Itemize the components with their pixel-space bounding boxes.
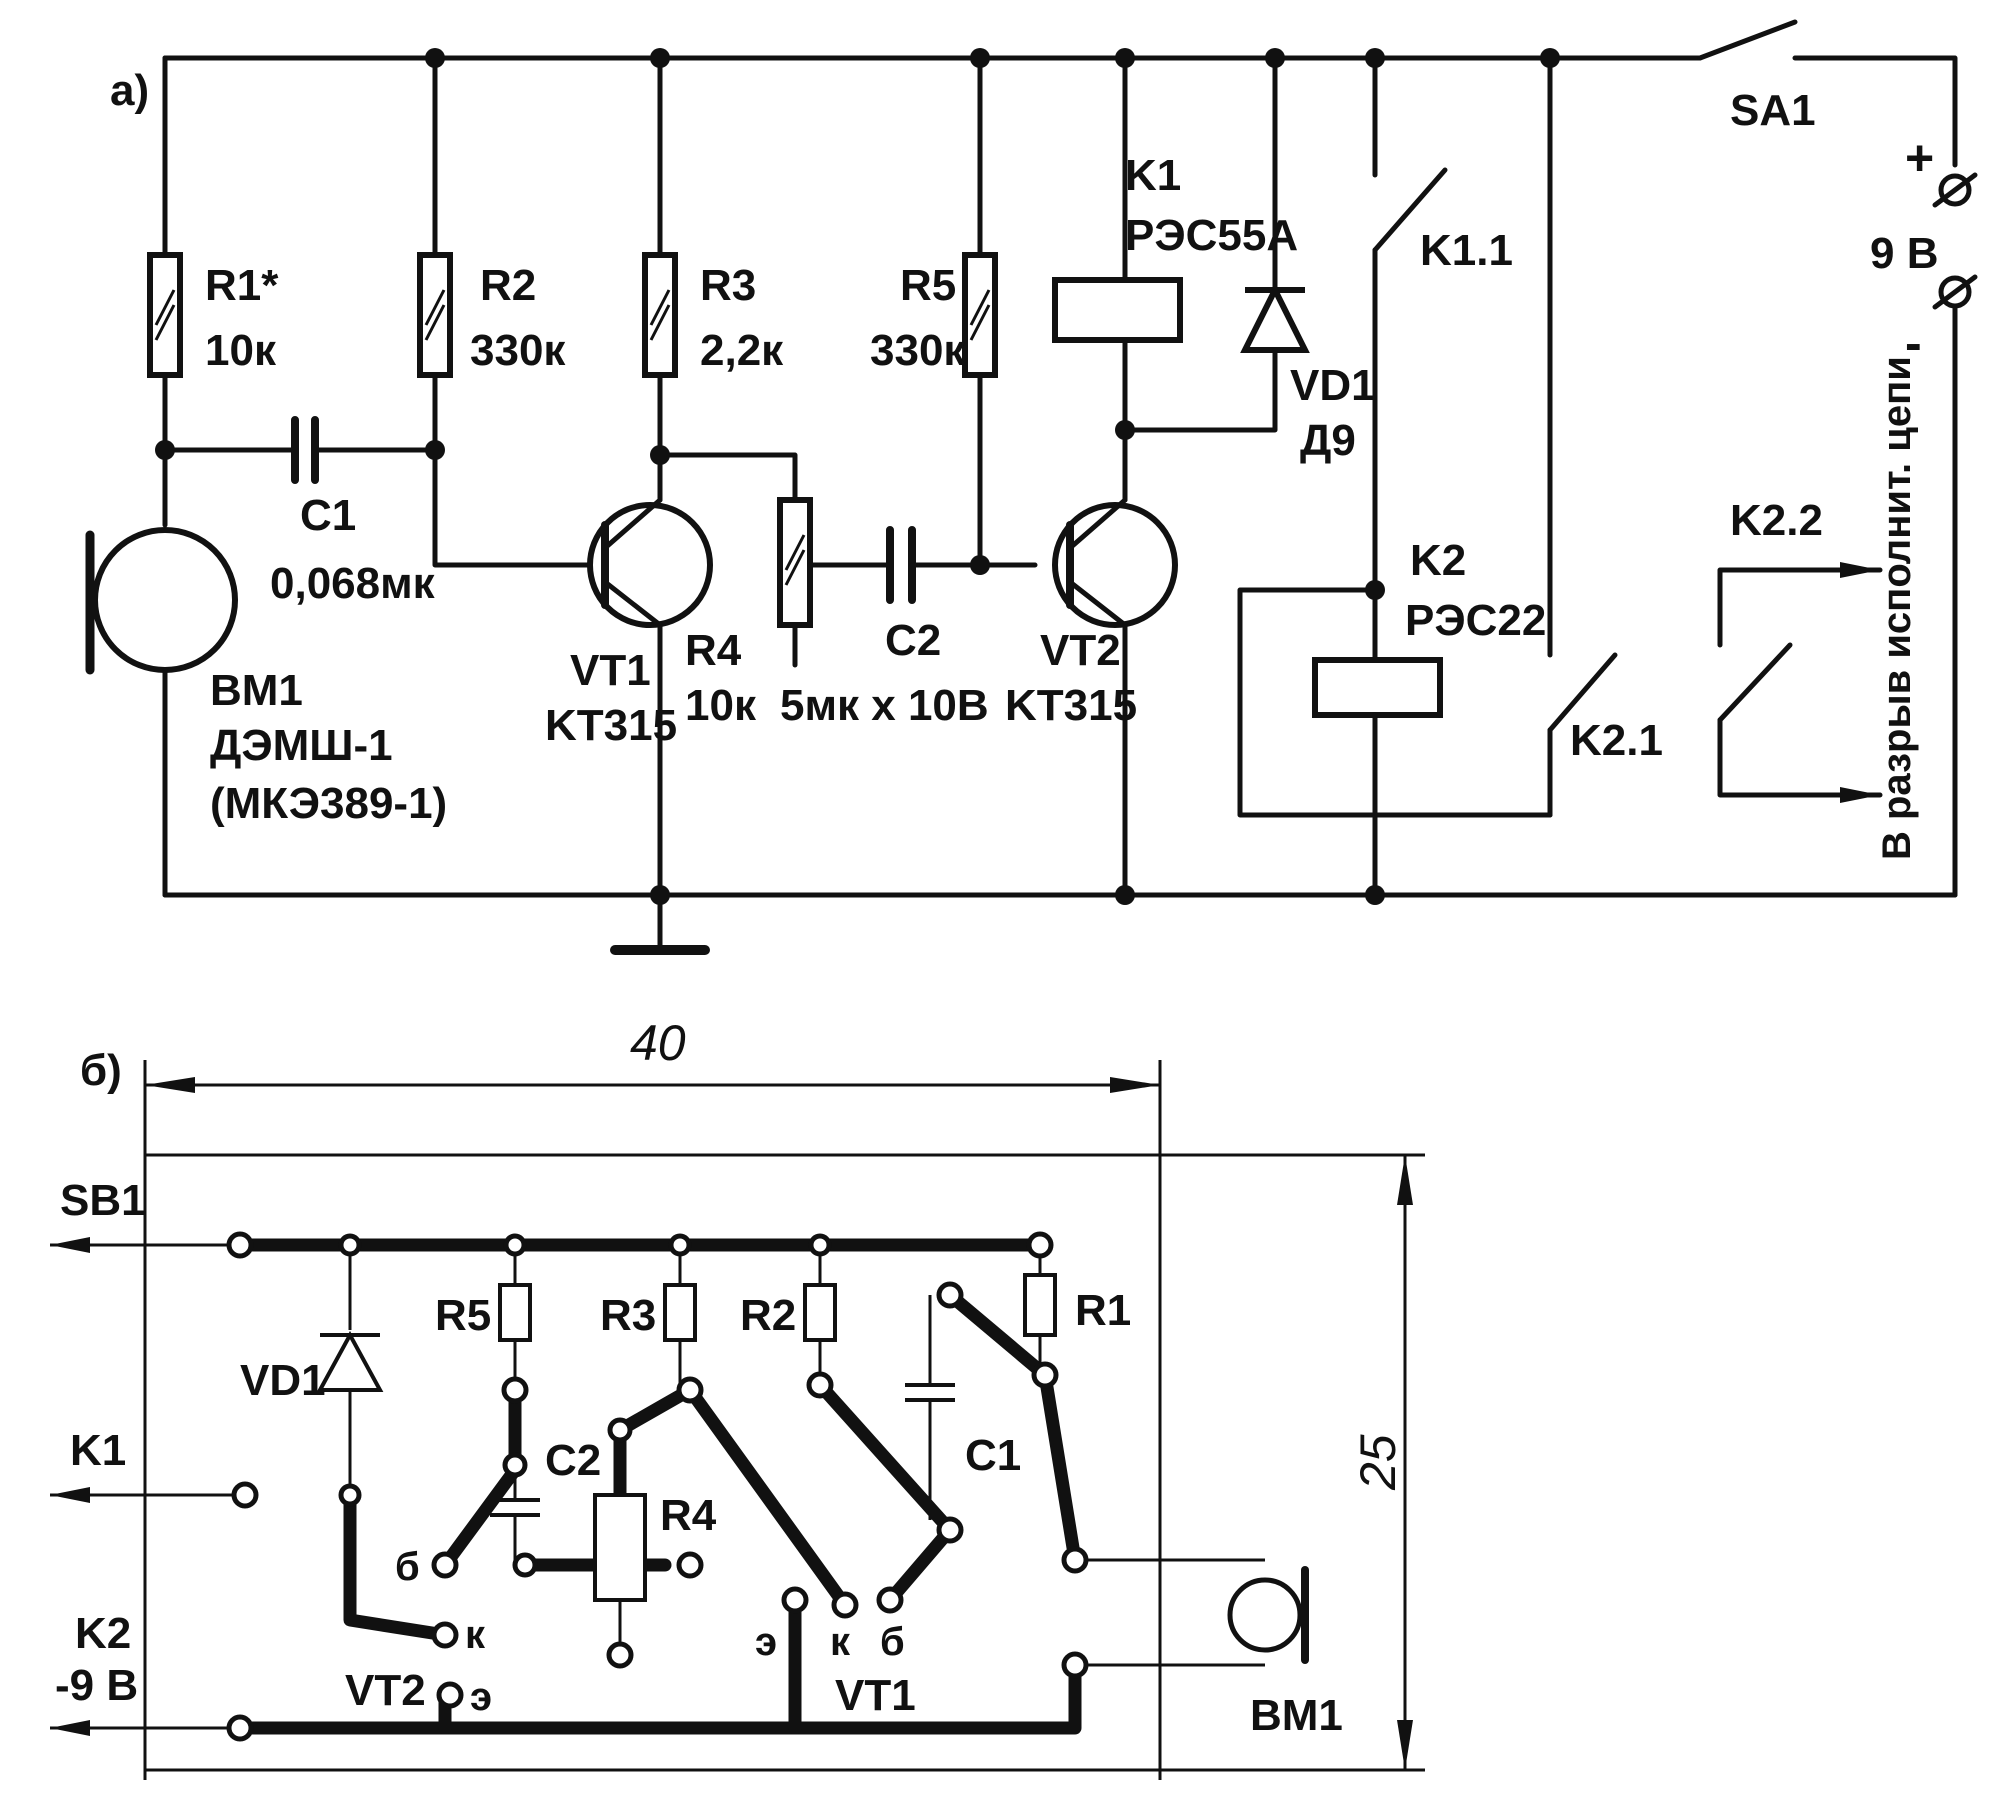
bm1-alt: (МКЭ389-1): [210, 779, 447, 828]
vt2-pin-b: б: [395, 1545, 420, 1589]
board-bm1-label: BM1: [1250, 1691, 1343, 1740]
r4-label: R4: [685, 626, 742, 675]
vt1-pin-b: б: [880, 1620, 905, 1664]
relay-k1: K1 РЭС55А: [1052, 55, 1298, 433]
sa1-label: SA1: [1730, 86, 1816, 135]
k2-1-label: K2.1: [1570, 716, 1663, 765]
board-vt1-label: VT1: [835, 1671, 916, 1720]
panel-label-a: а): [110, 66, 149, 115]
board-r1-label: R1: [1075, 1286, 1131, 1335]
k1-type: РЭС55А: [1125, 211, 1298, 260]
transistor-vt1: VT1 KT315 R4 10к: [545, 497, 757, 898]
resistor-r1: R1* 10к: [147, 55, 279, 528]
board-r5: R5: [435, 1245, 532, 1390]
schematic-a: а) SA1 + - 9 В R1* 10к: [85, 19, 1978, 955]
voltage-label: 9 В: [1870, 229, 1938, 278]
capacitor-c2: C2 5мк x 10B: [780, 526, 1038, 730]
bm1-label: BM1: [210, 666, 303, 715]
capacitor-c1: C1 0,068мк: [162, 416, 438, 608]
board-c2: C2: [490, 1436, 601, 1565]
board-b: б) 40 25 SB1 K1 K2 -9 В: [50, 1015, 1425, 1780]
vt2-label: VT2: [1040, 626, 1121, 675]
r2-value: 330к: [470, 326, 566, 375]
r5-label: R5: [900, 261, 956, 310]
resistor-r3: R3 2,2к: [642, 55, 784, 503]
transistor-vt2: VT2 KT315: [1005, 427, 1178, 898]
vd1-type: Д9: [1300, 416, 1356, 465]
board-r4-label: R4: [660, 1491, 717, 1540]
panel-label-b: б): [80, 1046, 122, 1095]
board-r3-label: R3: [600, 1291, 656, 1340]
external-leads: SB1 K1 K2 -9 В: [50, 1176, 245, 1736]
c1-value: 0,068мк: [270, 559, 436, 608]
board-c2-label: C2: [545, 1436, 601, 1485]
junction-dots: [155, 48, 1560, 905]
r5-value: 330к: [870, 326, 966, 375]
output-note: В разрыв исполнит. цепи: [1875, 356, 1919, 860]
board-c1: C1: [905, 1295, 1021, 1520]
dimension-height: 25: [1160, 1153, 1425, 1772]
neg-9v-label: -9 В: [55, 1661, 138, 1710]
battery-terminals: + - 9 В: [1870, 130, 1978, 898]
k1-1-label: K1.1: [1420, 226, 1513, 275]
contact-k2-2: K2.2 В разрыв исполнит. цепи: [1717, 356, 1919, 860]
vt2-type: KT315: [1005, 681, 1137, 730]
contact-k1-1: K1.1: [1372, 55, 1513, 593]
vt2-pin-e: э: [470, 1675, 492, 1719]
k2-label: K2: [1410, 536, 1466, 585]
vt1-pin-k: к: [830, 1620, 851, 1664]
k2-type: РЭС22: [1405, 596, 1546, 645]
board-r5-label: R5: [435, 1291, 491, 1340]
k2-2-label: K2.2: [1730, 496, 1823, 545]
board-r3: R3: [600, 1245, 697, 1390]
board-r1: R1: [1023, 1245, 1131, 1375]
r3-label: R3: [700, 261, 756, 310]
k1-label: K1: [1125, 151, 1181, 200]
board-r2-label: R2: [740, 1291, 796, 1340]
vt1-label: VT1: [570, 646, 651, 695]
vt1-type: KT315: [545, 701, 677, 750]
sb1-label: SB1: [60, 1176, 146, 1225]
c1-label: C1: [300, 491, 356, 540]
c2-value: 5мк x 10B: [780, 681, 989, 730]
board-c1-label: C1: [965, 1431, 1021, 1480]
switch-sa1: SA1: [1697, 19, 1958, 168]
board-vt2-label: VT2: [345, 1666, 426, 1715]
r1-value: 10к: [205, 326, 277, 375]
width-dim-label: 40: [630, 1015, 686, 1071]
r4-value: 10к: [685, 681, 757, 730]
board-vd1: VD1: [240, 1245, 384, 1495]
resistor-r4: [657, 452, 893, 668]
contact-k2-1: K2.1: [1547, 55, 1663, 818]
plus-sign: +: [1905, 130, 1934, 186]
minus-sign: -: [1905, 315, 1922, 371]
board-outline: [143, 1153, 1162, 1772]
pcb-traces: [233, 1238, 1082, 1735]
r3-value: 2,2к: [700, 326, 784, 375]
resistor-r2: R2 330к: [417, 55, 593, 568]
bm1-type: ДЭМШ-1: [210, 721, 393, 770]
r2-label: R2: [480, 261, 536, 310]
k2-lead-label: K2: [75, 1609, 131, 1658]
vt1-pin-e: э: [755, 1620, 777, 1664]
vt2-pin-k: к: [465, 1613, 486, 1657]
k1-lead-label: K1: [70, 1426, 126, 1475]
board-vd1-label: VD1: [240, 1356, 326, 1405]
r1-label: R1*: [205, 261, 279, 310]
board-r4: R4: [593, 1430, 717, 1655]
board-bm1: BM1: [1075, 1558, 1343, 1740]
diode-vd1: VD1 Д9: [1240, 55, 1376, 465]
pcb-pads: [226, 1231, 1089, 1742]
board-r2: R2: [740, 1245, 837, 1385]
resistor-r5: R5 330к: [870, 55, 998, 568]
microphone-bm1: BM1 ДЭМШ-1 (МКЭ389-1): [85, 527, 447, 898]
height-dim-label: 25: [1350, 1434, 1406, 1491]
relay-k2: K2 РЭС22: [1237, 536, 1553, 898]
transistor-pin-labels: б к э VT2 э к б VT1: [345, 1545, 916, 1720]
c2-label: C2: [885, 616, 941, 665]
vd1-label: VD1: [1290, 361, 1376, 410]
